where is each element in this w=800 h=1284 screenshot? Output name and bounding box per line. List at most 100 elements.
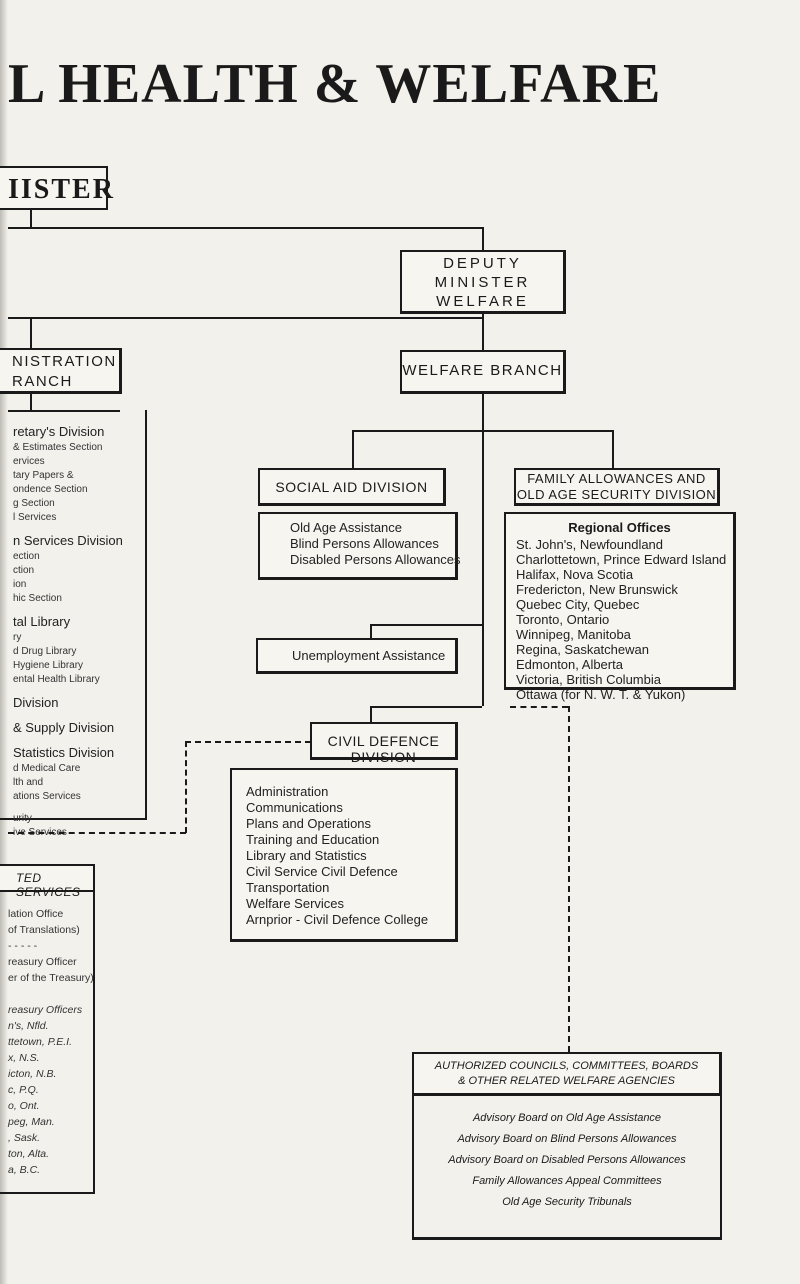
admin-service-item: & Supply Division	[13, 720, 115, 735]
social-aid-item: Old Age Assistance	[290, 520, 403, 535]
admin-service-item: ations Services	[13, 791, 81, 802]
admin-service-item: ondence Section	[13, 484, 88, 495]
dashed-connector	[510, 706, 568, 708]
attached-service-item	[8, 986, 94, 1002]
civil-defence-item: Arnprior - Civil Defence College	[246, 912, 429, 927]
attached-service-item: n's, Nfld.	[8, 1020, 49, 1032]
regional-office-item: Toronto, Ontario	[516, 612, 610, 627]
civil-defence-division-box: CIVIL DEFENCE DIVISION	[310, 722, 458, 765]
dashed-connector	[8, 832, 186, 834]
council-item: Advisory Board on Blind Persons Allowanc…	[457, 1133, 677, 1145]
attached-services-heading: TED SERVICES	[16, 871, 81, 899]
connector	[30, 317, 32, 349]
admin-service-item: ion	[13, 579, 27, 590]
admin-service-item: ection	[13, 551, 40, 562]
social-aid-division-box: SOCIAL AID DIVISION	[258, 468, 446, 506]
attached-service-item: , Sask.	[8, 1132, 41, 1144]
deputy-line-1: DEPUTY	[443, 255, 522, 272]
admin-service-item: n Services Division	[13, 533, 123, 548]
social-aid-heading: SOCIAL AID DIVISION	[275, 479, 428, 495]
admin-services-panel: retary's Division & Estimates Section ervi…	[0, 410, 147, 838]
list-spacer	[13, 525, 123, 533]
list-spacer	[13, 606, 123, 614]
connector	[352, 430, 614, 432]
council-item: Family Allowances Appeal Committees	[472, 1175, 662, 1187]
list-spacer	[13, 712, 123, 720]
admin-service-item: ction	[13, 565, 35, 576]
civil-defence-item: Transportation	[246, 880, 330, 895]
attached-service-item: of Translations)	[8, 924, 80, 936]
list-spacer	[13, 737, 123, 745]
admin-heading-2: RANCH	[12, 373, 73, 390]
admin-service-item: Hygiene Library	[13, 660, 84, 671]
regional-office-item: Charlottetown, Prince Edward Island	[516, 552, 727, 567]
admin-service-item: urity	[13, 813, 32, 824]
attached-services-list: lation Office of Translations) - - - - - re…	[8, 906, 94, 1178]
attached-service-item: o, Ont.	[8, 1100, 40, 1112]
attached-services-panel: lation Office of Translations) - - - - - re…	[0, 892, 95, 1194]
civil-defence-item: Plans and Operations	[246, 816, 372, 831]
admin-service-item: retary's Division	[13, 424, 105, 439]
civil-defence-item: Administration	[246, 784, 329, 799]
admin-service-item: d Drug Library	[13, 646, 77, 657]
family-allowances-division-box: FAMILY ALLOWANCES AND OLD AGE SECURITY D…	[514, 468, 720, 506]
connector	[8, 410, 120, 412]
minister-label: IISTER	[8, 174, 115, 205]
regional-office-item: St. John's, Newfoundland	[516, 537, 664, 552]
deputy-minister-box: DEPUTY MINISTER WELFARE	[400, 250, 566, 314]
family-heading-1: FAMILY ALLOWANCES AND	[527, 471, 706, 486]
councils-heading-2: & OTHER RELATED WELFARE AGENCIES	[458, 1075, 675, 1087]
deputy-line-3: WELFARE	[436, 293, 529, 310]
admin-service-item: lth and	[13, 777, 44, 788]
dashed-connector	[568, 706, 570, 1052]
list-spacer	[13, 804, 123, 812]
connector	[370, 706, 372, 722]
attached-service-item: - - - - -	[8, 940, 38, 952]
attached-service-item: peg, Man.	[8, 1116, 55, 1128]
council-item: Advisory Board on Disabled Persons Allow…	[448, 1154, 686, 1166]
administration-branch-box: NISTRATION RANCH	[0, 348, 122, 394]
list-spacer	[13, 687, 123, 695]
civil-defence-item: Welfare Services	[246, 896, 345, 911]
social-aid-item: Blind Persons Allowances	[290, 536, 439, 551]
family-heading-2: OLD AGE SECURITY DIVISION	[516, 487, 717, 502]
regional-offices-heading: Regional Offices	[568, 520, 671, 535]
connector	[482, 314, 484, 350]
attached-service-item: reasury Officer	[8, 956, 77, 968]
regional-offices-box: Regional Offices St. John's, Newfoundlan…	[504, 512, 736, 702]
connector	[30, 210, 32, 228]
admin-service-item: tary Papers &	[13, 470, 74, 481]
connector	[30, 394, 32, 412]
connector	[8, 317, 482, 319]
attached-service-item: reasury Officers	[8, 1004, 83, 1016]
admin-service-item: ental Health Library	[13, 674, 100, 685]
council-item: Old Age Security Tribunals	[502, 1196, 632, 1208]
attached-service-item: icton, N.B.	[8, 1068, 57, 1080]
regional-office-item: Victoria, British Columbia	[516, 672, 661, 687]
attached-service-item: lation Office	[8, 908, 64, 920]
admin-services-list: retary's Division & Estimates Section ervi…	[13, 424, 123, 840]
dashed-connector	[185, 741, 187, 833]
page-title: L HEALTH & WELFARE	[8, 53, 662, 115]
admin-service-item: Statistics Division	[13, 745, 115, 760]
admin-heading-1: NISTRATION	[12, 353, 117, 370]
admin-service-item: & Estimates Section	[13, 442, 103, 453]
admin-service-item: Division	[13, 695, 59, 710]
regional-office-item: Edmonton, Alberta	[516, 657, 623, 672]
civil-defence-item: Communications	[246, 800, 343, 815]
connector	[352, 430, 354, 468]
admin-service-item: d Medical Care	[13, 763, 81, 774]
civil-defence-heading: CIVIL DEFENCE DIVISION	[327, 733, 440, 765]
social-aid-item: Disabled Persons Allowances	[290, 552, 461, 567]
admin-service-item: ervices	[13, 456, 45, 467]
councils-heading-box: AUTHORIZED COUNCILS, COMMITTEES, BOARDS …	[412, 1052, 722, 1096]
council-item: Advisory Board on Old Age Assistance	[472, 1112, 662, 1124]
attached-service-item: ton, Alta.	[8, 1148, 50, 1160]
councils-heading-1: AUTHORIZED COUNCILS, COMMITTEES, BOARDS	[434, 1060, 699, 1072]
civil-defence-item: Civil Service Civil Defence	[246, 864, 398, 879]
admin-service-item: l Services	[13, 512, 57, 523]
connector	[482, 394, 484, 706]
